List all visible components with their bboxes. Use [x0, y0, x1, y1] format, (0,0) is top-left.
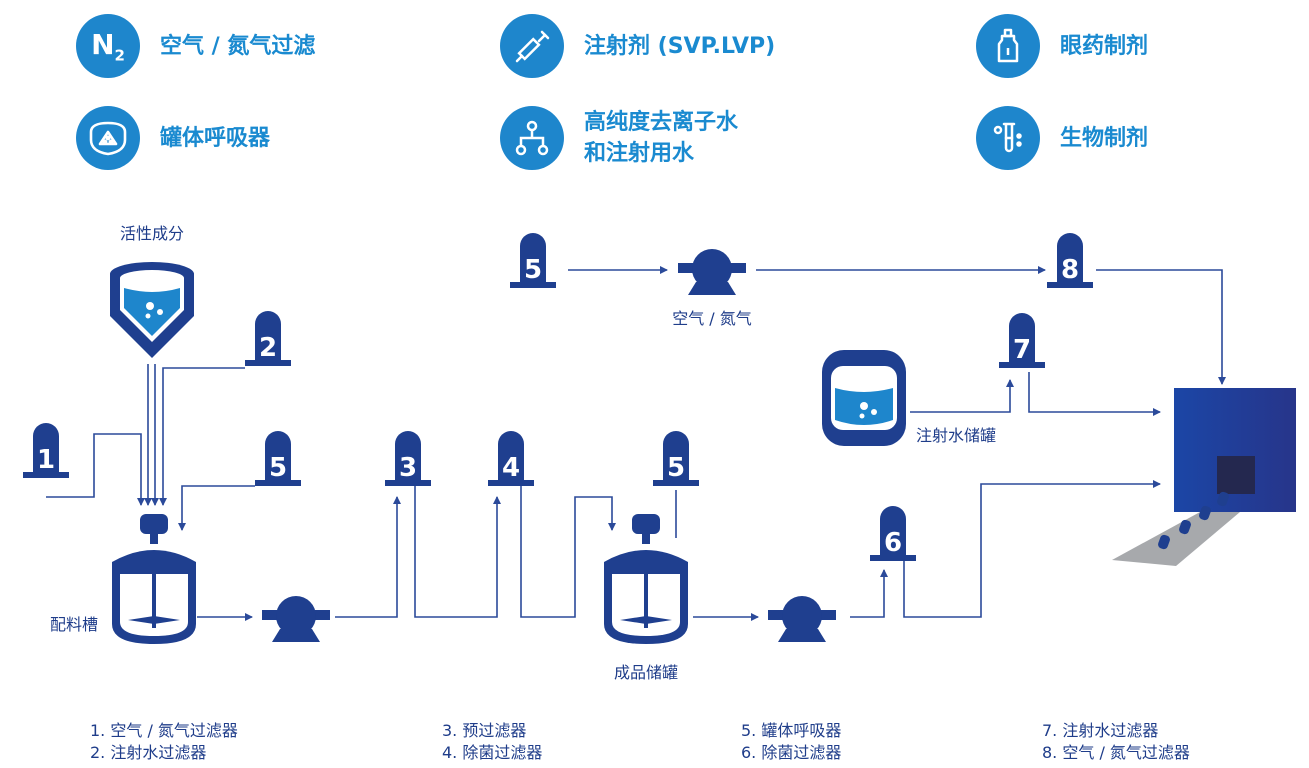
air-nitrogen-label: 空气 / 氮气	[672, 309, 752, 328]
filter-number: 1	[37, 445, 55, 475]
category-label: 眼药制剂	[1060, 33, 1149, 59]
legend-item: 1. 空气 / 氮气过滤器	[90, 721, 238, 740]
category-label: 空气 / 氮气过滤	[160, 33, 316, 59]
legend-group-2: 3. 预过滤器 4. 除菌过滤器	[442, 720, 542, 764]
mixing-tank-label: 配料槽	[50, 615, 98, 634]
legend-item: 3. 预过滤器	[442, 721, 527, 740]
category-label: 注射剂 (SVP.LVP)	[584, 33, 776, 59]
n2-icon: N2	[76, 14, 140, 78]
pump-3	[678, 249, 746, 295]
legend-group-1: 1. 空气 / 氮气过滤器 2. 注射水过滤器	[90, 720, 238, 764]
category-water: 高纯度去离子水 和注射用水	[500, 106, 738, 170]
active-ingredient-label: 活性成分	[120, 224, 184, 243]
filter-6: 6	[870, 506, 916, 561]
legend-item: 5. 罐体呼吸器	[741, 721, 842, 740]
filter-2: 2	[245, 311, 291, 366]
syringe-icon	[500, 14, 564, 78]
filter-5-air: 5	[510, 233, 556, 288]
wfi-tank-label: 注射水储罐	[916, 426, 996, 445]
filter-number: 6	[884, 528, 902, 558]
product-tank	[604, 514, 688, 644]
category-label: 生物制剂	[1060, 125, 1149, 151]
mixing-tank	[112, 514, 196, 644]
legend-item: 4. 除菌过滤器	[442, 743, 543, 762]
category-label-line2: 和注射用水	[584, 141, 695, 166]
filter-5-product: 5	[653, 431, 699, 486]
wfi-storage-tank	[822, 350, 906, 446]
category-biologics: 生物制剂	[976, 106, 1148, 170]
legend-group-4: 7. 注射水过滤器 8. 空气 / 氮气过滤器	[1042, 720, 1190, 764]
pump-2	[768, 596, 836, 642]
filter-number: 5	[269, 453, 287, 483]
filter-number: 8	[1061, 255, 1079, 285]
flow-lines	[46, 266, 1226, 621]
category-label: 罐体呼吸器	[160, 125, 271, 151]
tank-vent-icon	[76, 106, 140, 170]
product-tank-label: 成品储罐	[614, 663, 678, 682]
pump-1	[262, 596, 330, 642]
water-network-icon	[500, 106, 564, 170]
filter-number: 2	[259, 333, 277, 363]
filter-number: 4	[502, 453, 520, 483]
legend-item: 6. 除菌过滤器	[741, 743, 842, 762]
filter-8: 8	[1047, 233, 1093, 288]
category-label: 高纯度去离子水	[584, 110, 739, 135]
filter-number: 7	[1013, 335, 1031, 365]
test-tube-icon	[976, 106, 1040, 170]
filter-number: 3	[399, 453, 417, 483]
filter-4: 4	[488, 431, 534, 486]
eye-drop-bottle-icon	[976, 14, 1040, 78]
filling-machine	[1112, 388, 1296, 566]
filter-number: 5	[524, 255, 542, 285]
category-eye-drops: 眼药制剂	[976, 14, 1148, 78]
active-ingredient-hopper	[110, 262, 194, 358]
filter-1: 1	[23, 423, 69, 478]
legend-item: 8. 空气 / 氮气过滤器	[1042, 743, 1190, 762]
legend-item: 2. 注射水过滤器	[90, 743, 207, 762]
category-injectables: 注射剂 (SVP.LVP)	[500, 14, 775, 78]
filter-number: 5	[667, 453, 685, 483]
filter-5-mixing: 5	[255, 431, 301, 486]
filter-7: 7	[999, 313, 1045, 368]
category-tank-vent: 罐体呼吸器	[76, 106, 270, 170]
legend-item: 7. 注射水过滤器	[1042, 721, 1159, 740]
category-air-nitrogen: N2 空气 / 氮气过滤	[76, 14, 315, 78]
legend-group-3: 5. 罐体呼吸器 6. 除菌过滤器	[741, 720, 841, 764]
filter-3: 3	[385, 431, 431, 486]
